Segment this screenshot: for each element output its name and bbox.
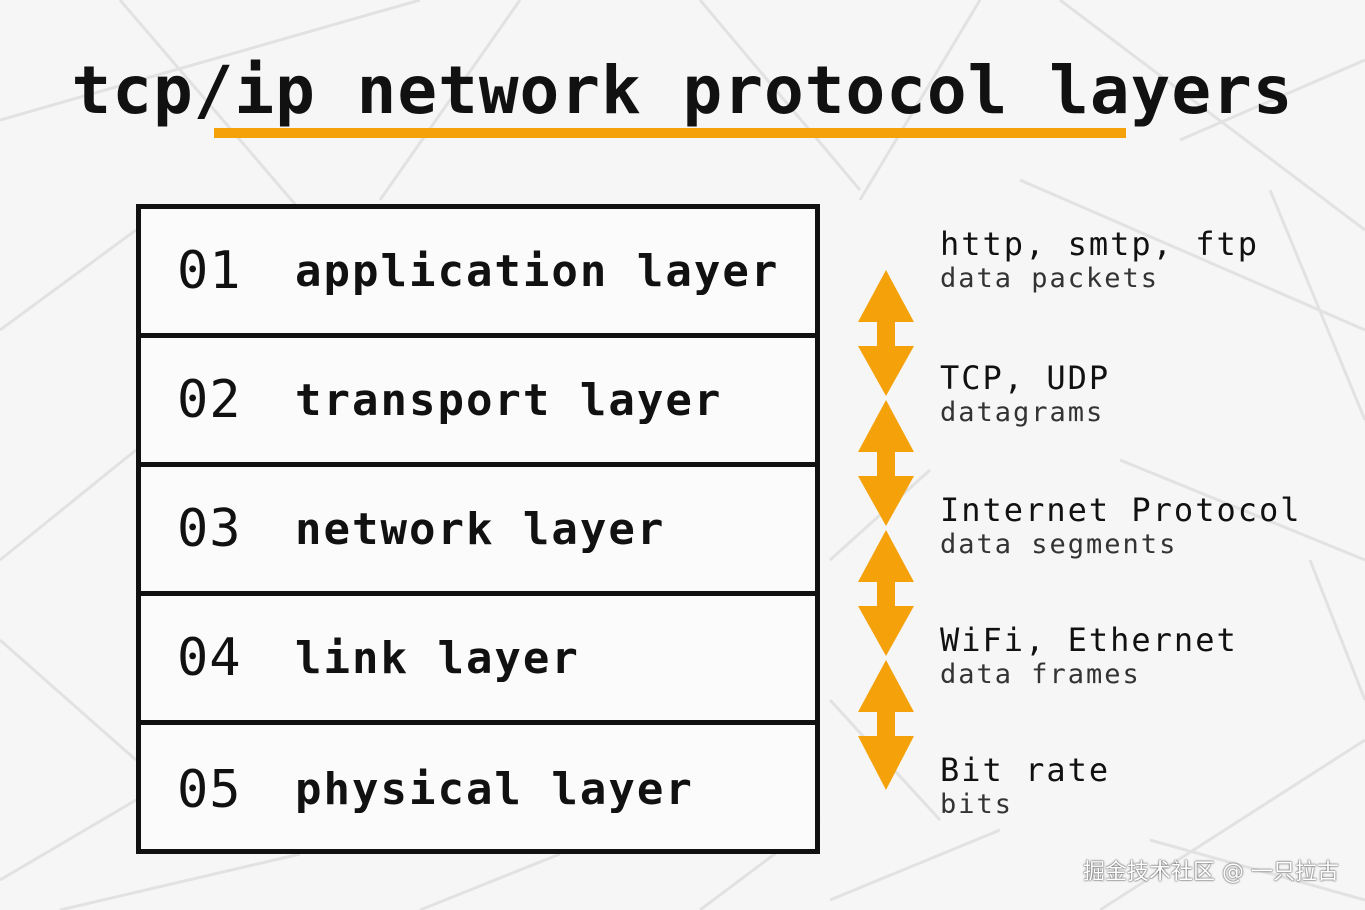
layer-row-transport: 02 transport layer (141, 338, 815, 467)
layer-number: 05 (177, 759, 242, 820)
layer-number: 02 (177, 370, 242, 430)
protocol-unit: bits (940, 789, 1014, 820)
protocol-physical: Bit rate bits (940, 752, 1110, 822)
protocol-name: TCP, UDP (940, 359, 1111, 397)
double-arrow-icon (858, 400, 914, 526)
layer-row-network: 03 network layer (141, 467, 815, 596)
bidirectional-arrows (858, 270, 914, 790)
protocol-transport: TCP, UDP datagrams (940, 360, 1110, 430)
layer-row-physical: 05 physical layer (141, 725, 815, 854)
layer-name: transport layer (295, 374, 723, 426)
protocol-name: Internet Protocol (940, 491, 1302, 529)
layer-row-application: 01 application layer (141, 209, 815, 338)
double-arrow-icon (858, 530, 914, 656)
protocol-unit: data segments (940, 529, 1178, 560)
double-arrow-icon (858, 270, 914, 396)
protocol-link: WiFi, Ethernet data frames (940, 622, 1238, 692)
protocol-unit: data frames (940, 659, 1141, 690)
layer-row-link: 04 link layer (141, 596, 815, 725)
watermark: 掘金技术社区 @ 一只拉古 (1083, 860, 1339, 885)
layer-number: 01 (177, 241, 242, 301)
layer-name: application layer (295, 245, 780, 297)
protocol-unit: data packets (940, 263, 1160, 294)
layer-stack: 01 application layer 02 transport layer … (136, 204, 820, 854)
title-underline (214, 128, 1126, 138)
double-arrow-icon (858, 660, 914, 790)
protocol-unit: datagrams (940, 397, 1105, 428)
protocol-name: WiFi, Ethernet (940, 621, 1238, 659)
layer-name: link layer (295, 632, 580, 684)
protocol-network: Internet Protocol data segments (940, 492, 1302, 562)
layer-name: network layer (295, 503, 666, 555)
protocol-name: http, smtp, ftp (940, 225, 1259, 263)
protocol-name: Bit rate (940, 751, 1111, 789)
layer-number: 03 (177, 499, 242, 559)
protocol-application: http, smtp, ftp data packets (940, 226, 1259, 296)
layer-number: 04 (177, 628, 242, 688)
diagram-title: tcp/ip network protocol layers (71, 52, 1294, 129)
layer-name: physical layer (295, 764, 694, 815)
